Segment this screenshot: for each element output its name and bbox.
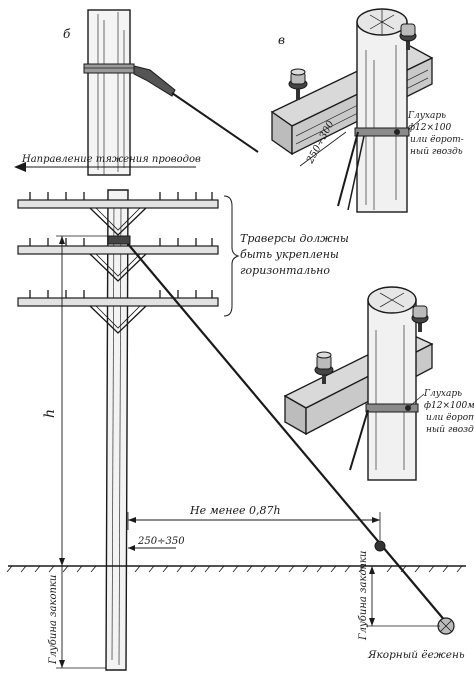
insulator-icon [288, 68, 308, 100]
depth-dimension-right: Глубина закопки [358, 551, 440, 641]
detail-v-crossarm-pole: 250÷300 в Глухарь ф12×100 или ёорот- ный… [270, 8, 464, 213]
depth-right-label: Глубина закопки [358, 551, 369, 641]
main-pole-assembly: Направление тяжения проводов [14, 154, 455, 671]
min-distance-dimension: Не менее 0,87h [127, 504, 381, 540]
detail-b-pole-clamp: б [63, 9, 259, 176]
crossarm-note-1: Траверсы должны [240, 232, 349, 245]
clamp-note-top-1: Глухарь [407, 111, 446, 121]
crossarm-middle [17, 238, 219, 282]
insulator-icon [399, 23, 417, 50]
clamp-note-bottom-2: ф12×100мм [424, 401, 474, 411]
depth-left-label: Глубина закопки [48, 575, 59, 665]
ground-line [6, 565, 466, 573]
clamp-note-bottom-4: ный гвоздь [426, 425, 474, 435]
insulator-icon [314, 351, 334, 384]
guy-wire [127, 243, 447, 623]
crossarm-bottom [17, 290, 219, 334]
offset-dimension-bottom: 250÷350 [128, 536, 185, 551]
offset-dim-bottom-label: 250÷350 [137, 536, 185, 547]
crossarm-note-2: быть укреплены [240, 248, 339, 261]
crossarm-top [17, 192, 219, 236]
detail-crossarm-clamp-lower: Глухарь ф12×100мм или ёорот- ный гвоздь [283, 286, 474, 481]
wire-direction-label: Направление тяжения проводов [21, 154, 201, 165]
anchor-label: Якорный ёежень [367, 649, 465, 661]
clamp-note-top-4: ный гвоздь [410, 147, 463, 157]
min-distance-label: Не менее 0,87h [189, 504, 281, 517]
anchor-stake-icon [437, 617, 455, 635]
detail-b-label: б [63, 27, 71, 41]
detail-v-label: в [278, 33, 285, 47]
wire-direction-arrow: Направление тяжения проводов [14, 154, 201, 172]
height-label: h [42, 409, 58, 418]
depth-dimension-left: Глубина закопки [48, 566, 106, 669]
height-dimension: h [42, 235, 108, 566]
crossarm-note-3: горизонтально [240, 264, 330, 277]
clamp-note-bottom-3: или ёорот- [426, 413, 474, 423]
clamp-note-top-2: ф12×100 [408, 123, 451, 133]
clamp-note-bottom-1: Глухарь [423, 389, 462, 399]
clamp-note-top-3: или ёорот- [410, 135, 464, 145]
insulator-icon [411, 305, 429, 332]
